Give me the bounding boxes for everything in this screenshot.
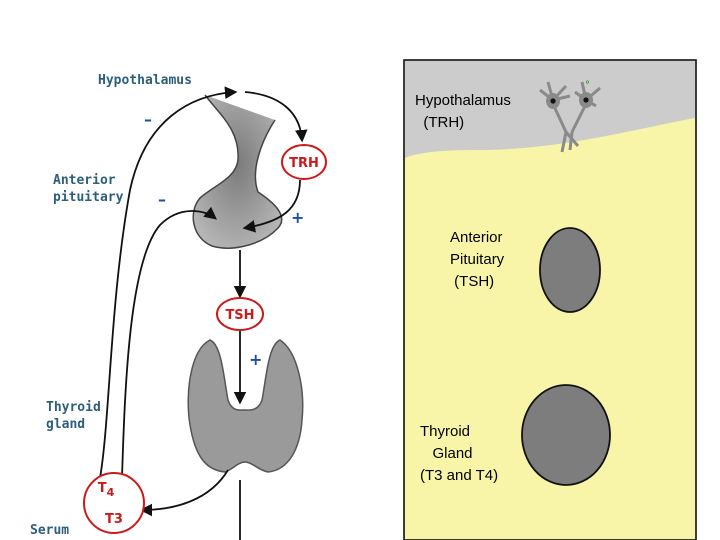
serum-label: Serum [30, 523, 70, 538]
panel-thyroid-label: Thyroid Gland (T3 and T4) [420, 423, 499, 484]
panel-hypothalamus-label: Hypothalamus (TRH) [415, 92, 511, 131]
feedback-arrow-pituitary [121, 206, 217, 479]
pituitary-ellipse [539, 227, 601, 313]
svg-text:°: ° [585, 80, 590, 91]
tsh-circle [216, 297, 264, 331]
trh-circle [281, 144, 327, 180]
stimulation-sign-trh: + [291, 208, 305, 227]
inhibition-sign-hypothalamus: – [144, 110, 152, 129]
arrow-trh-pituitary [242, 179, 301, 233]
neuron-icon [539, 81, 601, 153]
t4-label: T4 [98, 481, 115, 499]
tsh-label: TSH [225, 308, 254, 323]
hypothalamus-label: Hypothalamus [98, 73, 192, 88]
trh-label: TRH [289, 156, 319, 171]
thyroid-gland-label: Thyroid gland [46, 400, 101, 432]
arrow-thyroid-serum [139, 469, 229, 517]
thyroid-gland-shape [187, 339, 304, 473]
serum-hormone-circle [83, 472, 145, 534]
pituitary-gland-shape [192, 94, 283, 249]
inhibition-sign-pituitary: – [158, 190, 166, 209]
arrow-hypothalamus-trh [244, 91, 308, 143]
thyroid-ellipse [521, 384, 611, 486]
right-panel-hypothalamus-band [405, 61, 695, 158]
stimulation-sign-tsh: + [249, 350, 263, 369]
feedback-arrow-hypothalamus [99, 86, 238, 479]
anterior-pituitary-label: Anterior pituitary [53, 173, 124, 205]
t3-label: T3 [105, 512, 123, 527]
panel-pituitary-label: Anterior Pituitary (TSH) [450, 229, 505, 290]
